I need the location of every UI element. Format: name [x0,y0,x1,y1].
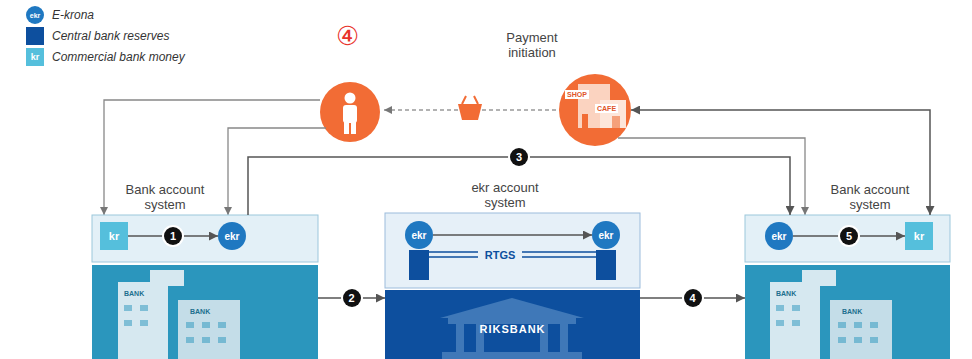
riksbank-block [385,290,640,359]
riksbank-building: RIKSBANK [385,290,640,359]
legend-row: kr Commercial bank money [26,48,185,66]
node-text: SHOP [565,90,589,99]
callout-number: 2 [343,289,361,307]
ekr-circle: ekr [765,222,793,250]
node-text: ekr [598,230,613,241]
kr-square: kr [905,222,933,250]
basket-icon [458,96,482,120]
node-text: ekr [411,230,426,241]
node-text: RTGS [485,249,516,261]
swatch-text: kr [31,52,40,62]
bank-account-system: Bank account systemkrekr [92,215,318,359]
legend-text: Commercial bank money [52,50,185,64]
swatch-text: ekr [30,12,41,19]
rtgs-label: RTGS [478,247,522,263]
person-icon [320,82,380,142]
shop-circle: SHOP CAFE [559,74,631,146]
node-text: kr [914,230,924,242]
payment-line [228,128,326,215]
bank-block [745,265,950,359]
connector [433,234,592,236]
connector [631,110,930,215]
building-sign: BANK [776,290,796,297]
legend-text: E-krona [52,8,94,22]
ekr-circle: ekr [405,221,433,249]
legend-swatch [26,27,44,45]
callout-number: 4 [684,289,702,307]
legend-text: Central bank reserves [52,29,169,43]
payment-line [618,138,805,215]
callout-number: 5 [840,227,858,245]
ekr-circle: ekr [592,221,620,249]
legend-row: Central bank reserves [26,27,169,45]
node-text: ekr [771,231,786,242]
bank-block [92,265,318,359]
node-text: RIKSBANK [385,323,640,335]
bank-buildings [118,270,240,359]
heading: Bank account system [815,182,925,212]
account-panel [745,215,950,262]
legend-swatch: kr [26,48,44,66]
node-text: kr [109,230,119,242]
bank-buildings [770,270,892,359]
account-panel [385,213,640,288]
flow-label: Payment initiation [484,30,580,60]
heading: ekr account system [455,180,555,210]
building-sign: BANK [842,308,862,315]
shop-icon [559,74,631,146]
callout-number: 1 [164,227,182,245]
callout-number: ④ [336,22,359,50]
node-text: CAFE [595,104,618,113]
heading: Bank account system [110,182,220,212]
reserves-square [596,250,616,280]
building-sign: BANK [124,290,144,297]
account-panel [92,215,318,262]
legend-row: ekr E-krona [26,6,94,24]
node-text: ekr [224,231,239,242]
kr-square: kr [100,222,128,250]
legend-swatch: ekr [26,6,44,24]
callout-number: 3 [510,148,528,166]
building-sign: BANK [190,308,210,315]
reserves-square [409,250,429,280]
ekr-circle: ekr [218,222,246,250]
ekr-account-system: ekr account systemekrekrRTGSRIKSBANK [385,213,640,359]
